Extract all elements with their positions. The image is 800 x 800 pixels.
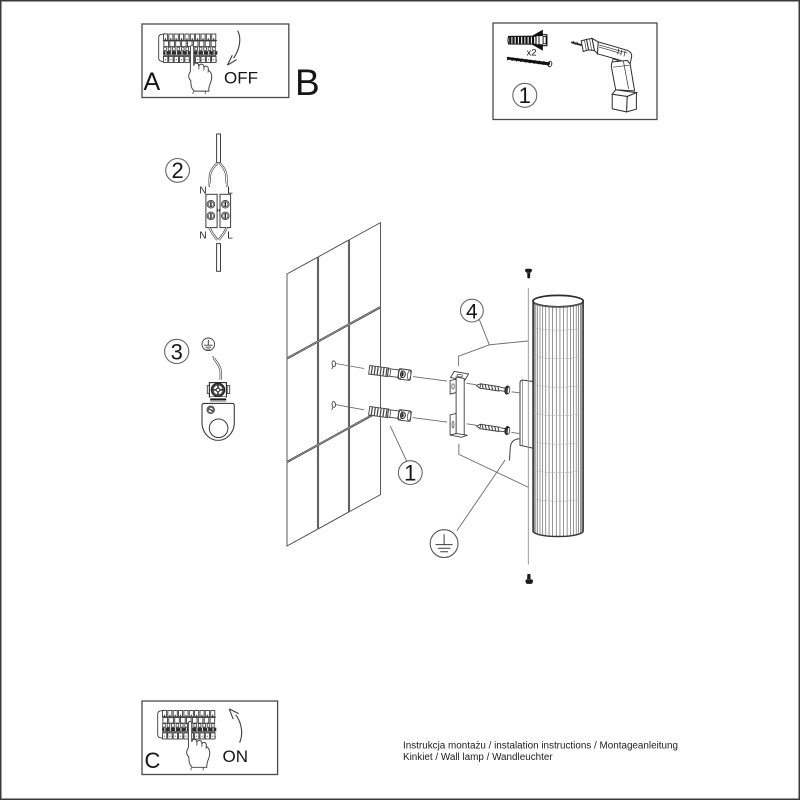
svg-text:ON: ON — [223, 747, 249, 766]
svg-text:L: L — [227, 185, 233, 196]
svg-text:Instrukcja montażu / instalati: Instrukcja montażu / instalation instruc… — [403, 741, 678, 752]
svg-text:3: 3 — [171, 339, 183, 364]
svg-text:1: 1 — [404, 460, 416, 485]
svg-text:OFF: OFF — [224, 69, 258, 88]
svg-text:4: 4 — [466, 300, 478, 323]
svg-text:N: N — [199, 231, 206, 242]
svg-text:L: L — [227, 231, 233, 242]
svg-text:B: B — [295, 62, 320, 103]
svg-text:C: C — [145, 748, 161, 773]
svg-text:N: N — [199, 185, 206, 196]
svg-text:A: A — [144, 68, 161, 96]
svg-text:2: 2 — [171, 158, 183, 183]
svg-text:Kinkiet / Wall lamp / Wandleuc: Kinkiet / Wall lamp / Wandleuchter — [403, 752, 553, 763]
svg-text:x2: x2 — [527, 47, 537, 58]
svg-text:1: 1 — [519, 83, 531, 108]
